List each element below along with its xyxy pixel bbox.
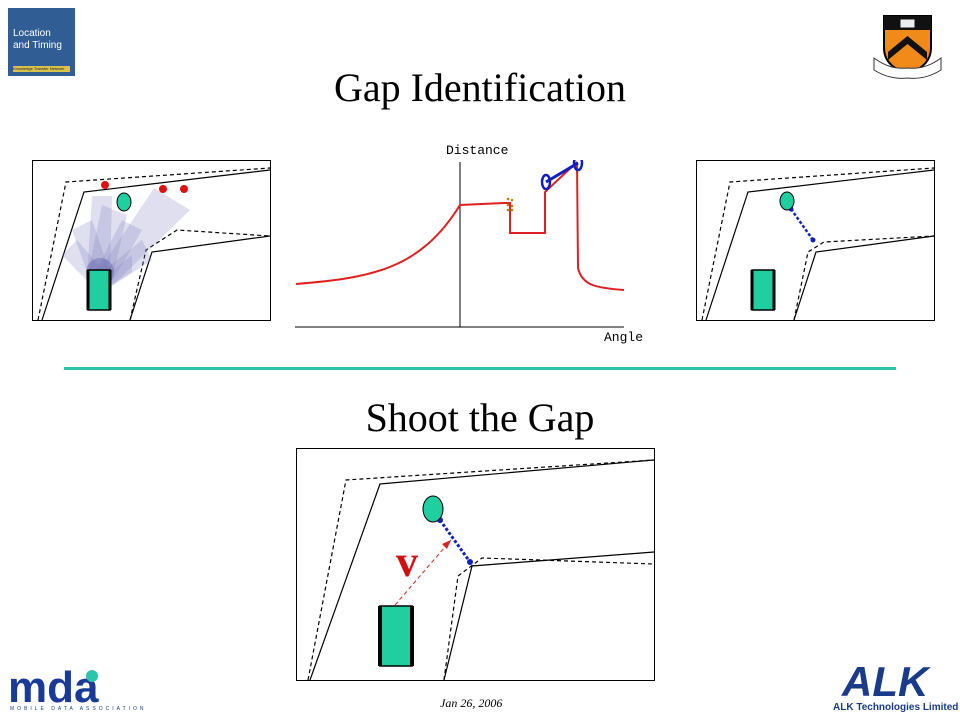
sensor-sweep-panel xyxy=(32,160,271,321)
distance-angle-chart xyxy=(295,160,625,328)
alk-logo: ALK xyxy=(841,658,931,700)
velocity-arrow xyxy=(394,539,452,606)
vehicle xyxy=(751,269,775,311)
alk-logo-text: ALK xyxy=(841,658,931,700)
gap-line xyxy=(789,208,815,241)
road-dashed-inner xyxy=(129,229,271,321)
vehicle xyxy=(87,269,111,311)
logo-line-2: and Timing xyxy=(13,40,62,51)
distance-curve xyxy=(295,161,578,285)
shoot-gap-panel: v xyxy=(296,448,655,681)
section-divider xyxy=(64,367,896,370)
obstacle-circle xyxy=(116,192,132,212)
mda-logo-text: mda xyxy=(8,664,99,708)
vehicle xyxy=(379,605,413,667)
velocity-arrowhead xyxy=(442,540,451,549)
logo-line-1: Location xyxy=(13,28,51,39)
obstacle-circle xyxy=(422,495,444,523)
y-axis-label: Distance xyxy=(446,143,509,158)
sensor-hit-point xyxy=(159,185,167,193)
gap-line xyxy=(438,519,472,563)
sensor-hit-point xyxy=(180,185,188,193)
distance-curve-tail xyxy=(576,161,625,291)
mda-logo: mda xyxy=(8,664,99,708)
x-axis-label: Angle xyxy=(604,330,644,345)
slide-date: Jan 26, 2006 xyxy=(440,696,503,710)
obstacle-circle xyxy=(779,191,795,211)
logo-line-3: Knowledge Transfer Network xyxy=(13,66,70,72)
title-shoot-the-gap: Shoot the Gap xyxy=(365,395,595,440)
gap-marker-dots xyxy=(506,197,514,212)
gap-endpoint-left xyxy=(540,173,552,191)
alk-logo-caption: ALK Technologies Limited xyxy=(833,702,959,713)
road-solid-inner xyxy=(129,235,271,321)
road-solid-outer xyxy=(41,169,271,321)
road-dashed-outer xyxy=(37,167,271,321)
gap-endpoint-right xyxy=(572,160,584,172)
mda-logo-tagline: MOBILE DATA ASSOCIATION xyxy=(10,706,147,712)
princeton-shield-logo xyxy=(873,15,942,79)
location-and-timing-logo: Location and Timing Knowledge Transfer N… xyxy=(8,8,75,76)
sensor-hit-point xyxy=(101,181,109,189)
gap-segment xyxy=(545,161,579,184)
identified-gap-panel xyxy=(696,160,935,321)
velocity-label: v xyxy=(396,537,418,586)
title-gap-identification: Gap Identification xyxy=(333,65,627,110)
